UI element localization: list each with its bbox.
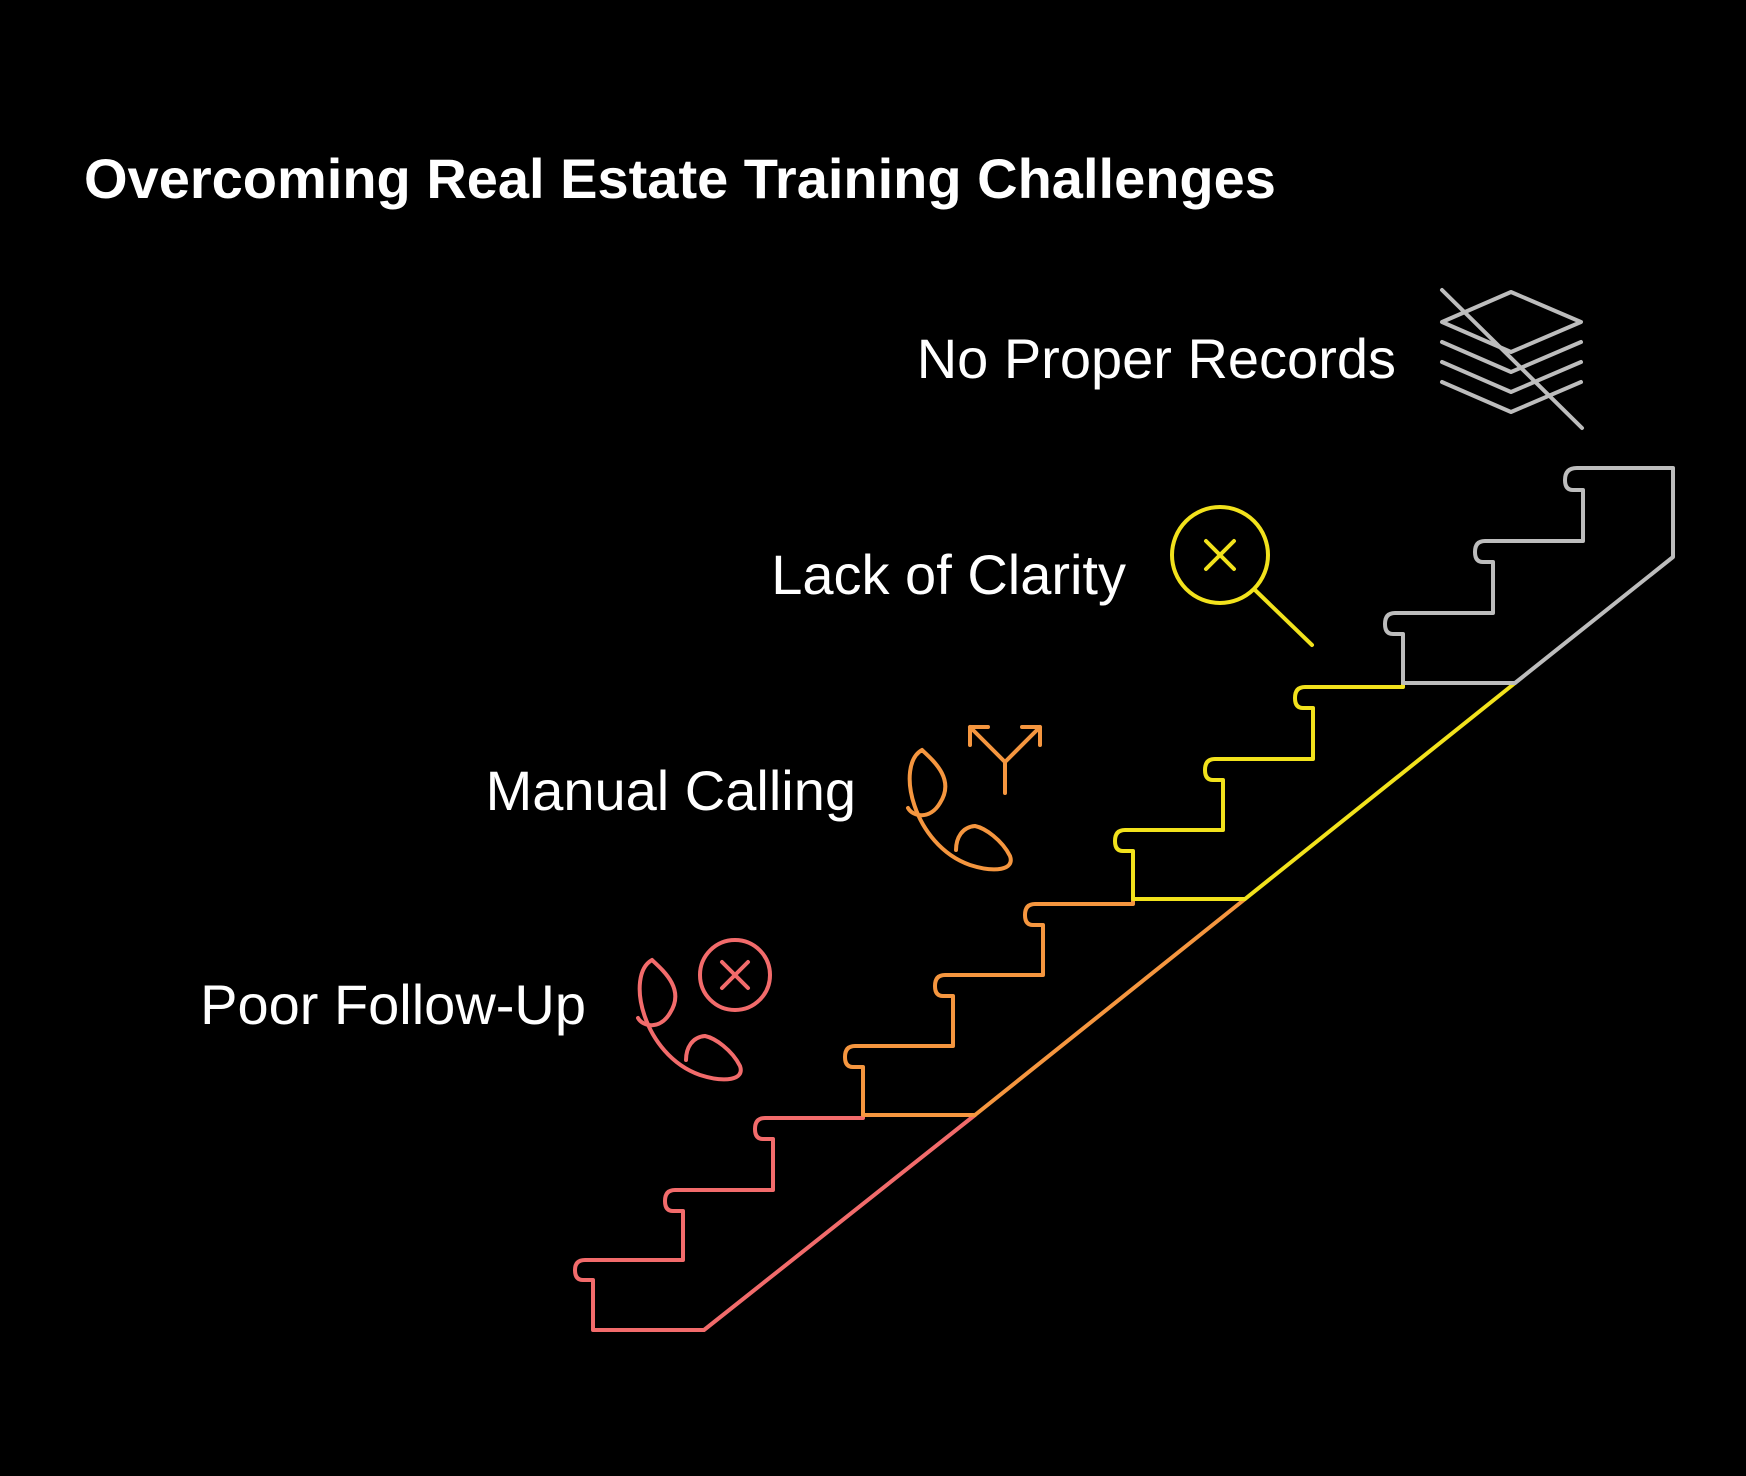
stair-segment-poor-follow-up: [573, 1113, 977, 1332]
stair-segment-lack-of-clarity: [1113, 681, 1517, 901]
diagram-title: Overcoming Real Estate Training Challeng…: [84, 147, 1276, 210]
stair-segment-manual-calling: [843, 897, 1247, 1117]
no-documents-icon: [1440, 288, 1584, 430]
phone-forward-icon: [906, 725, 1042, 872]
step-label-lack-of-clarity: Lack of Clarity: [771, 543, 1126, 606]
stair-segment-no-proper-records: [1383, 466, 1675, 685]
search-x-icon: [1170, 505, 1314, 647]
phone-x-icon: [636, 938, 772, 1082]
step-label-poor-follow-up: Poor Follow-Up: [200, 973, 586, 1036]
step-label-no-proper-records: No Proper Records: [916, 327, 1396, 390]
step-label-manual-calling: Manual Calling: [485, 759, 856, 822]
